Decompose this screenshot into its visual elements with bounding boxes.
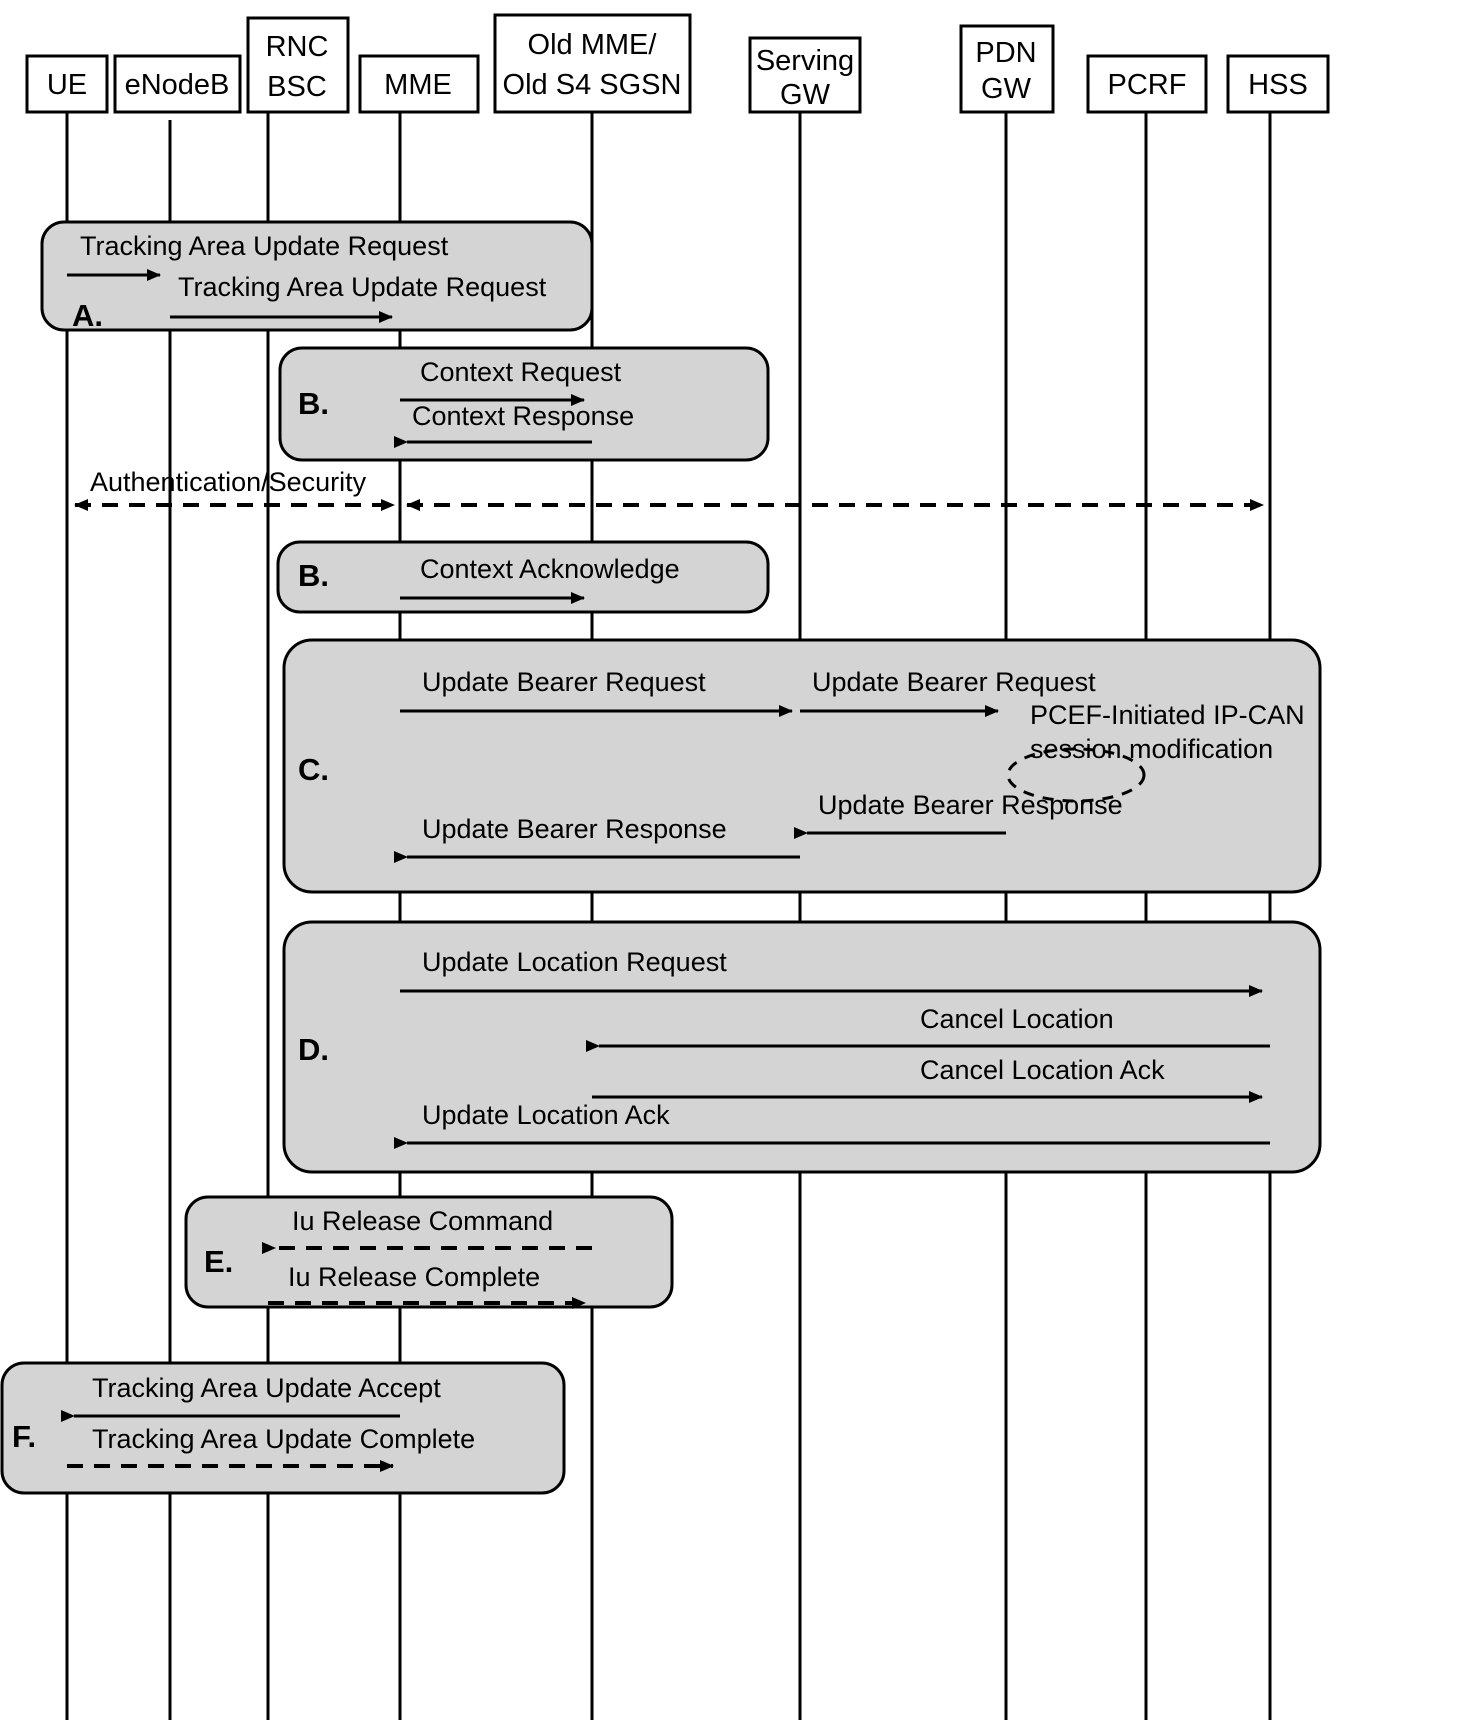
node-label-oldmme1: Old MME/ [528,29,658,61]
node-label-pgw2: GW [981,73,1032,105]
node-label-hss: HSS [1248,69,1308,101]
step-label-b2: B. [298,558,329,593]
node-box-rncbsc[interactable] [246,16,350,114]
step-box-f [0,1361,566,1495]
step-box-e [184,1195,674,1309]
step-box-c [282,638,1322,894]
message-label-m4: Context Response [412,401,634,431]
message-label-m12: Update Location Request [422,947,727,977]
node-box-pcrf[interactable] [1086,54,1208,114]
node-box-sgw[interactable] [748,36,862,114]
message-label-m16: Iu Release Command [292,1206,553,1236]
message-label-m15: Update Location Ack [422,1100,670,1130]
message-label-m11: Update Bearer Response [422,814,727,844]
pcef-note-line1: PCEF-Initiated IP-CAN [1030,700,1305,730]
step-label-f: F. [12,1419,36,1454]
message-label-m14: Cancel Location Ack [920,1055,1165,1085]
node-box-hss[interactable] [1226,54,1330,114]
message-label-m18: Tracking Area Update Accept [92,1373,441,1403]
message-label-m13: Cancel Location [920,1004,1114,1034]
step-label-d: D. [298,1032,329,1067]
pcef-ipcan-ellipse-icon [1006,747,1146,803]
message-label-m5: Authentication/Security [90,467,367,497]
message-label-m1: Tracking Area Update Request [80,231,449,261]
node-box-oldmme[interactable] [493,13,692,114]
node-box-ue[interactable] [25,54,109,114]
node-label-pgw1: PDN [975,37,1036,69]
step-box-b2 [276,540,770,614]
node-label-oldmme2: Old S4 SGSN [503,69,682,101]
node-label-sgw2: GW [780,79,831,111]
message-label-m8: Update Bearer Request [812,667,1096,697]
node-header-boxes [25,13,1330,114]
step-label-b1: B. [298,386,329,421]
node-label-sgw1: Serving [756,45,854,77]
node-label-pcrf: PCRF [1108,69,1187,101]
message-label-m10: Update Bearer Response [818,790,1123,820]
message-label-m3: Context Request [420,357,622,387]
node-box-pgw[interactable] [959,24,1055,114]
node-label-bsc: BSC [267,71,327,103]
node-label-enodeb: eNodeB [125,69,230,101]
message-label-m7: Update Bearer Request [422,667,706,697]
message-label-m6: Context Acknowledge [420,554,680,584]
message-label-m17: Iu Release Complete [288,1262,540,1292]
message-label-m19: Tracking Area Update Complete [92,1424,475,1454]
message-label-m2: Tracking Area Update Request [178,272,547,302]
step-box-b1 [278,346,770,462]
step-label-a: A. [72,298,103,333]
node-label-ue: UE [47,69,87,101]
step-label-c: C. [298,752,329,787]
step-box-a [40,220,594,332]
node-box-enodeb[interactable] [113,54,242,114]
node-box-mme[interactable] [358,54,480,114]
step-label-e: E. [204,1244,233,1279]
node-label-rnc: RNC [266,31,329,63]
node-label-mme: MME [384,69,452,101]
